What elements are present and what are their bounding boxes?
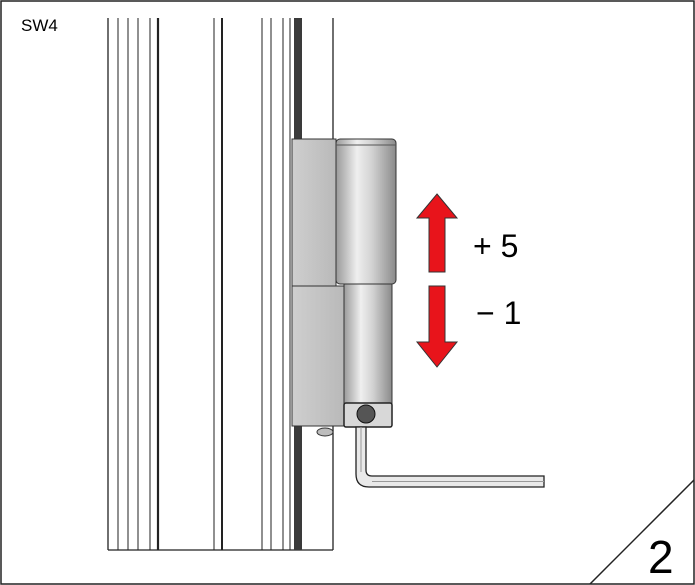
step-corner-divider (589, 479, 695, 585)
hinge-upper-barrel (335, 138, 397, 285)
hinge-lower-leaf (291, 285, 345, 427)
tool-size-label: SW4 (21, 16, 58, 35)
arrow-up-icon (415, 193, 459, 273)
hinge-upper-leaf (291, 138, 337, 287)
nut-socket (356, 404, 376, 424)
step-number: 2 (648, 531, 674, 583)
raise-adjustment-label: + 5 (473, 228, 519, 264)
hex-key-icon (355, 426, 545, 488)
lower-adjustment-label: − 1 (476, 295, 522, 331)
hinge-lower-barrel (343, 283, 393, 407)
door-frame-profile (107, 18, 334, 551)
screw-head (316, 427, 334, 437)
arrow-down-icon (415, 285, 459, 368)
